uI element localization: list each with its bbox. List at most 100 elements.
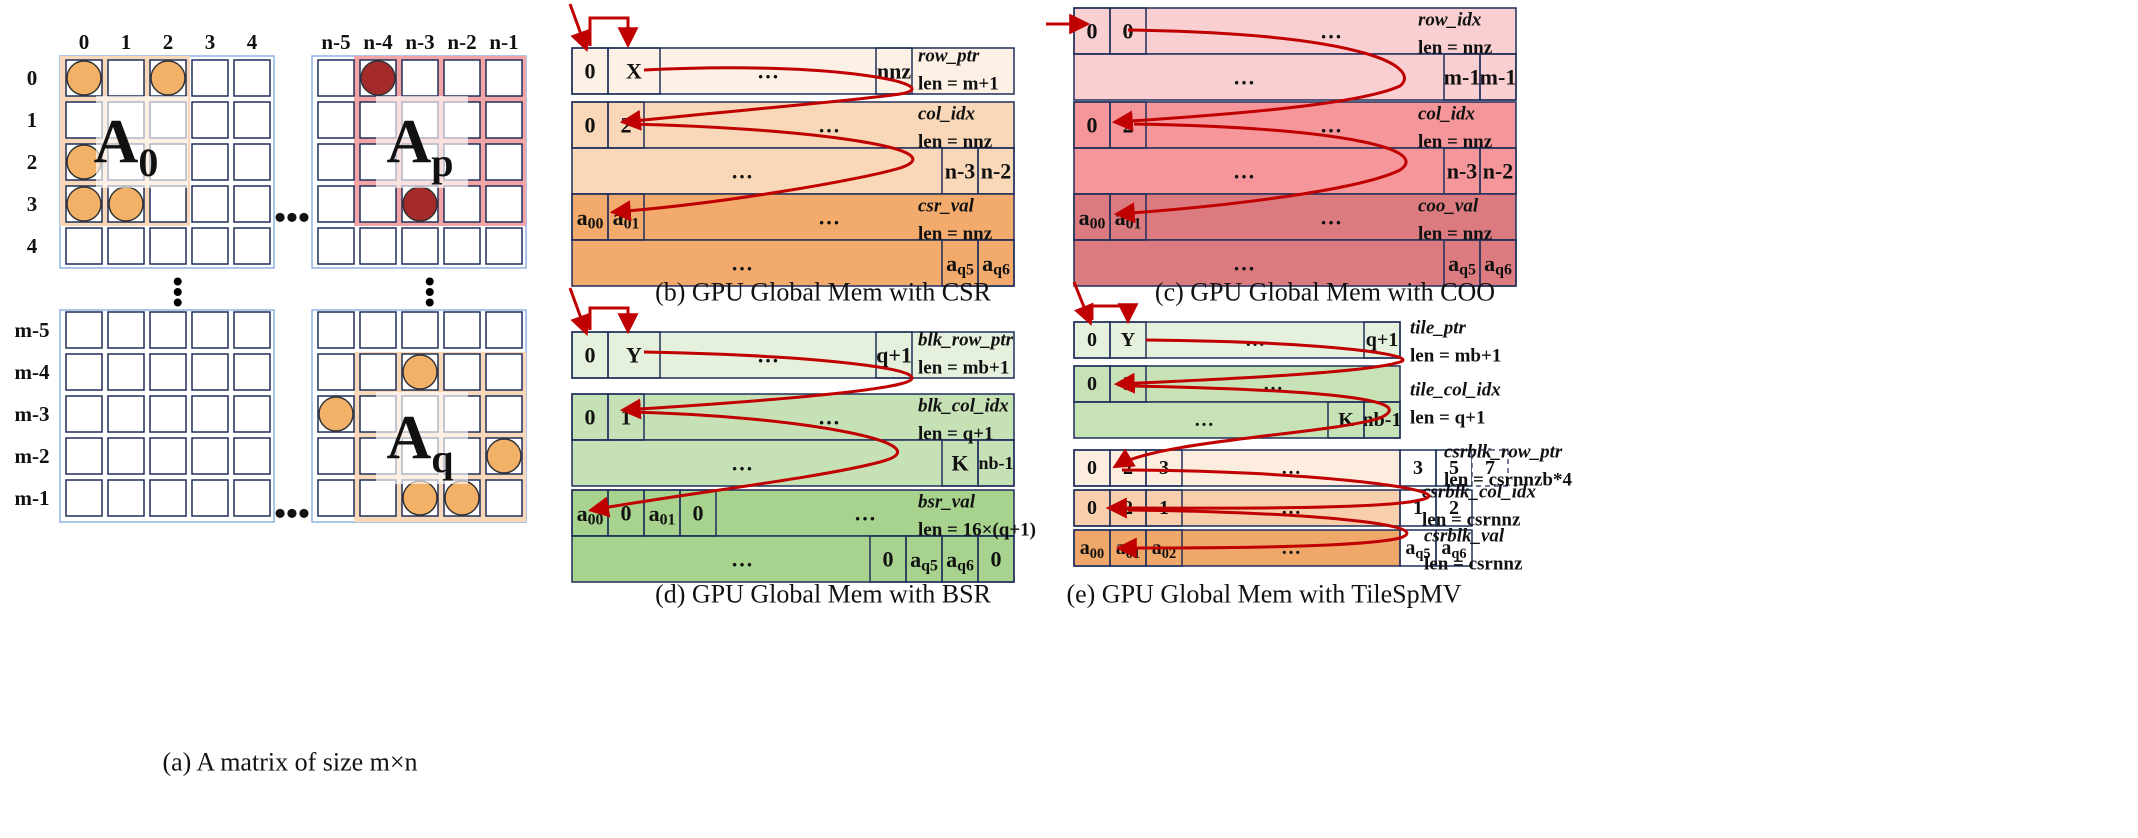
bsr-cell-value: 0 — [585, 343, 596, 368]
matrix-cell — [107, 353, 145, 391]
tile-cell-value: 3 — [1159, 457, 1169, 479]
tile-cell-value: … — [1245, 329, 1265, 351]
caption-tile: (e) GPU Global Mem with TileSpMV — [1066, 580, 1461, 609]
matrix-cell — [191, 479, 229, 517]
matrix-cell — [485, 59, 523, 97]
coo-link-arrow — [1111, 28, 1406, 132]
nonzero-dot — [486, 438, 522, 474]
tile-cell-value: 0 — [1087, 457, 1097, 479]
coo-cell-value: m-1 — [1480, 65, 1517, 90]
matrix-cell — [149, 479, 187, 517]
matrix-cell — [317, 59, 355, 97]
matrix-cell — [65, 479, 103, 517]
tile-cell-dashed — [1471, 449, 1509, 487]
coo-cell-value: n-2 — [1483, 159, 1514, 184]
Aq-label-fade — [376, 392, 468, 484]
coo-cell-value: … — [1233, 65, 1255, 90]
matrix-cell — [149, 437, 187, 475]
tile-cell-value: q+1 — [1366, 329, 1399, 351]
matrix-cell — [317, 353, 355, 391]
matrix-col-label: 1 — [121, 30, 132, 54]
bsr-label-len: len = mb+1 — [918, 358, 1009, 379]
matrix-cell — [191, 227, 229, 265]
tile-label-len: len = csrnnzb*4 — [1444, 470, 1572, 491]
matrix-cell — [401, 227, 439, 265]
csr-row — [571, 47, 1015, 95]
matrix-row-label: m-3 — [15, 402, 50, 426]
matrix-cell — [107, 311, 145, 349]
matrix-cell — [401, 59, 439, 97]
csr-cell-value: 0 — [585, 113, 596, 138]
matrix-col-label: 2 — [163, 30, 174, 54]
csr-cell — [941, 239, 979, 287]
nonzero-dot — [150, 60, 186, 96]
csr-label-len: len = nnz — [918, 224, 993, 245]
matrix-cell — [233, 185, 271, 223]
csr-cell-value: X — [626, 59, 642, 84]
ellipsis-vertical: ••• — [161, 276, 194, 308]
matrix-cell — [233, 353, 271, 391]
csr-cell-value: aq5 — [946, 251, 974, 279]
bsr-cell-value: nb-1 — [978, 453, 1013, 473]
matrix-cell — [65, 353, 103, 391]
matrix-cell — [485, 479, 523, 517]
matrix-cell — [401, 311, 439, 349]
bsr-cell — [607, 393, 645, 441]
caption-a: (a) A matrix of size m×n — [162, 748, 417, 777]
matrix-cell — [443, 185, 481, 223]
csr-link-arrow — [619, 66, 914, 131]
matrix-row-label: 4 — [27, 234, 38, 258]
matrix-cell — [149, 353, 187, 391]
matrix-cell — [317, 185, 355, 223]
bsr-cell — [869, 535, 907, 583]
tile-cell-value: aq6 — [1441, 537, 1466, 562]
matrix-cell — [317, 311, 355, 349]
matrix-cell — [443, 353, 481, 391]
csr-cell-value: n-2 — [981, 159, 1012, 184]
coo-cell-value: a00 — [1079, 205, 1106, 233]
matrix-cell — [359, 353, 397, 391]
tile-ptr-row — [1073, 321, 1401, 359]
csr-row-line2 — [571, 147, 1015, 195]
bsr-label-len: len = q+1 — [918, 424, 994, 445]
matrix-cell — [359, 185, 397, 223]
tile-cell-value: Y — [1121, 329, 1136, 351]
matrix-col-label: 4 — [247, 30, 258, 54]
coo-cell-value: aq6 — [1484, 251, 1512, 279]
tile-cell-value: … — [1281, 537, 1301, 559]
matrix-cell — [317, 227, 355, 265]
csr-label-len: len = m+1 — [918, 74, 999, 95]
Ap-label-fade — [376, 96, 468, 188]
caption-coo: (c) GPU Global Mem with COO — [1155, 278, 1495, 307]
tile-cell — [1435, 489, 1473, 527]
matrix-cell — [443, 311, 481, 349]
coo-label-name: col_idx — [1418, 104, 1475, 125]
matrix-cell — [233, 437, 271, 475]
matrix-row-label: m-4 — [15, 360, 50, 384]
coo-label-name: row_idx — [1418, 10, 1482, 31]
matrix-cell — [359, 479, 397, 517]
matrix-col-label: 0 — [79, 30, 90, 54]
bsr-entry-arrow — [568, 287, 591, 336]
coo-row-line2 — [1073, 239, 1517, 287]
bsr-cell-value: 0 — [991, 547, 1002, 572]
csr-cell-value: … — [818, 113, 840, 138]
matrix-cell — [65, 311, 103, 349]
matrix-cell — [359, 311, 397, 349]
bsr-cell-value: 0 — [883, 547, 894, 572]
tile-label-name: csrblk_col_idx — [1422, 482, 1536, 503]
tile-cell-value: 2 — [1449, 497, 1459, 519]
coo-cell — [1443, 53, 1481, 101]
bsr-cell-value: aq5 — [910, 547, 938, 575]
bsr-cell-value: q+1 — [876, 343, 912, 368]
matrix-cell — [485, 227, 523, 265]
matrix-cell — [191, 185, 229, 223]
caption-bsr: (d) GPU Global Mem with BSR — [655, 580, 992, 609]
coo-cell — [1443, 239, 1481, 287]
csr-label-len: len = nnz — [918, 132, 993, 153]
